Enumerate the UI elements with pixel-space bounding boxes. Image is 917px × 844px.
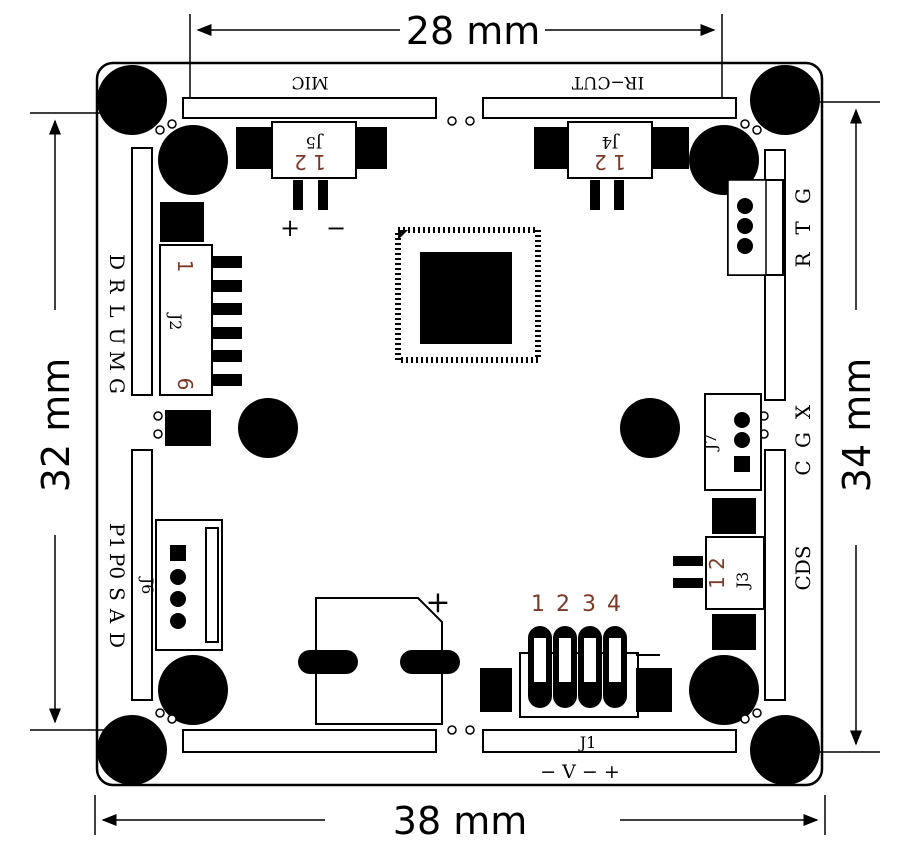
header-strips [131,97,786,753]
svg-text:P1: P1 [105,523,129,549]
mounting-holes [97,65,820,785]
j2-name: J2 [166,312,185,331]
connector-j6: J6 [138,519,223,651]
connector-j4: J4 1 2 [534,121,689,210]
j1-pin-1: 1 [531,592,545,617]
connector-j7: J7 [701,393,762,491]
svg-text:S: S [105,587,129,601]
j3-pins: 1 2 [705,557,729,589]
drlumg-labels: D R L U M G [105,254,129,394]
dimension-left: 32 mm [30,112,135,731]
rtg-labels: R T G [791,188,815,268]
battery-plus: + [425,585,450,620]
mic-label: MIC [291,72,328,92]
power-label: − V − + [540,761,620,783]
svg-text:C: C [791,460,815,475]
j6-name: J6 [138,576,157,595]
battery-holder: + [298,585,460,725]
svg-text:P0: P0 [105,553,129,579]
cgx-labels: C G X [791,404,815,476]
svg-text:R: R [105,278,129,294]
svg-text:A: A [105,608,129,624]
dimension-bottom: 38 mm [94,795,826,843]
svg-text:D: D [105,254,129,270]
j1-name: J1 [578,733,597,752]
svg-text:T: T [791,221,815,235]
connector-j2: 1 J2 6 [159,202,242,446]
svg-text:U: U [105,328,129,345]
j4-pins: 1 2 [594,150,626,174]
j5-plus: + [280,214,300,242]
connector-j1: 1 2 3 4 J1 [480,592,672,752]
cds-label: CDS [791,545,815,590]
svg-text:M: M [105,351,129,371]
j5-minus: − [326,214,346,242]
j2-pin-1: 1 [173,260,197,273]
dimension-top-label: 28 mm [406,9,540,53]
j1-pin-3: 3 [582,592,596,617]
pcb-outline [95,61,824,787]
dimension-bottom-label: 38 mm [393,799,527,843]
j4-name: J4 [602,133,621,152]
ircut-label: IR−CUT [571,72,644,92]
connector-rtg [727,179,784,276]
vias [153,116,769,735]
j7-name: J7 [701,434,720,453]
dimension-left-label: 32 mm [34,358,78,492]
dimension-top: 28 mm [189,9,723,100]
j1-pin-4: 4 [607,592,621,617]
j2-pin-6: 6 [173,378,197,391]
j5-pins: 1 2 [294,150,326,174]
ic-chip [395,227,541,363]
j3-name: J3 [733,572,752,591]
connector-j3: 1 2 J3 [673,498,765,650]
connector-j5: J5 1 2 + − [236,121,387,242]
j5-name: J5 [306,133,325,152]
svg-text:R: R [791,252,815,268]
piposad-labels: P1 P0 S A D [105,523,129,648]
j1-pin-2: 2 [556,592,570,617]
dimension-right-label: 34 mm [835,358,879,492]
svg-text:G: G [105,378,129,394]
dimension-right: 34 mm [790,101,880,753]
svg-text:G: G [791,432,815,448]
svg-text:D: D [105,632,129,648]
svg-text:L: L [105,304,129,317]
svg-text:G: G [791,188,815,204]
svg-text:X: X [791,404,815,419]
